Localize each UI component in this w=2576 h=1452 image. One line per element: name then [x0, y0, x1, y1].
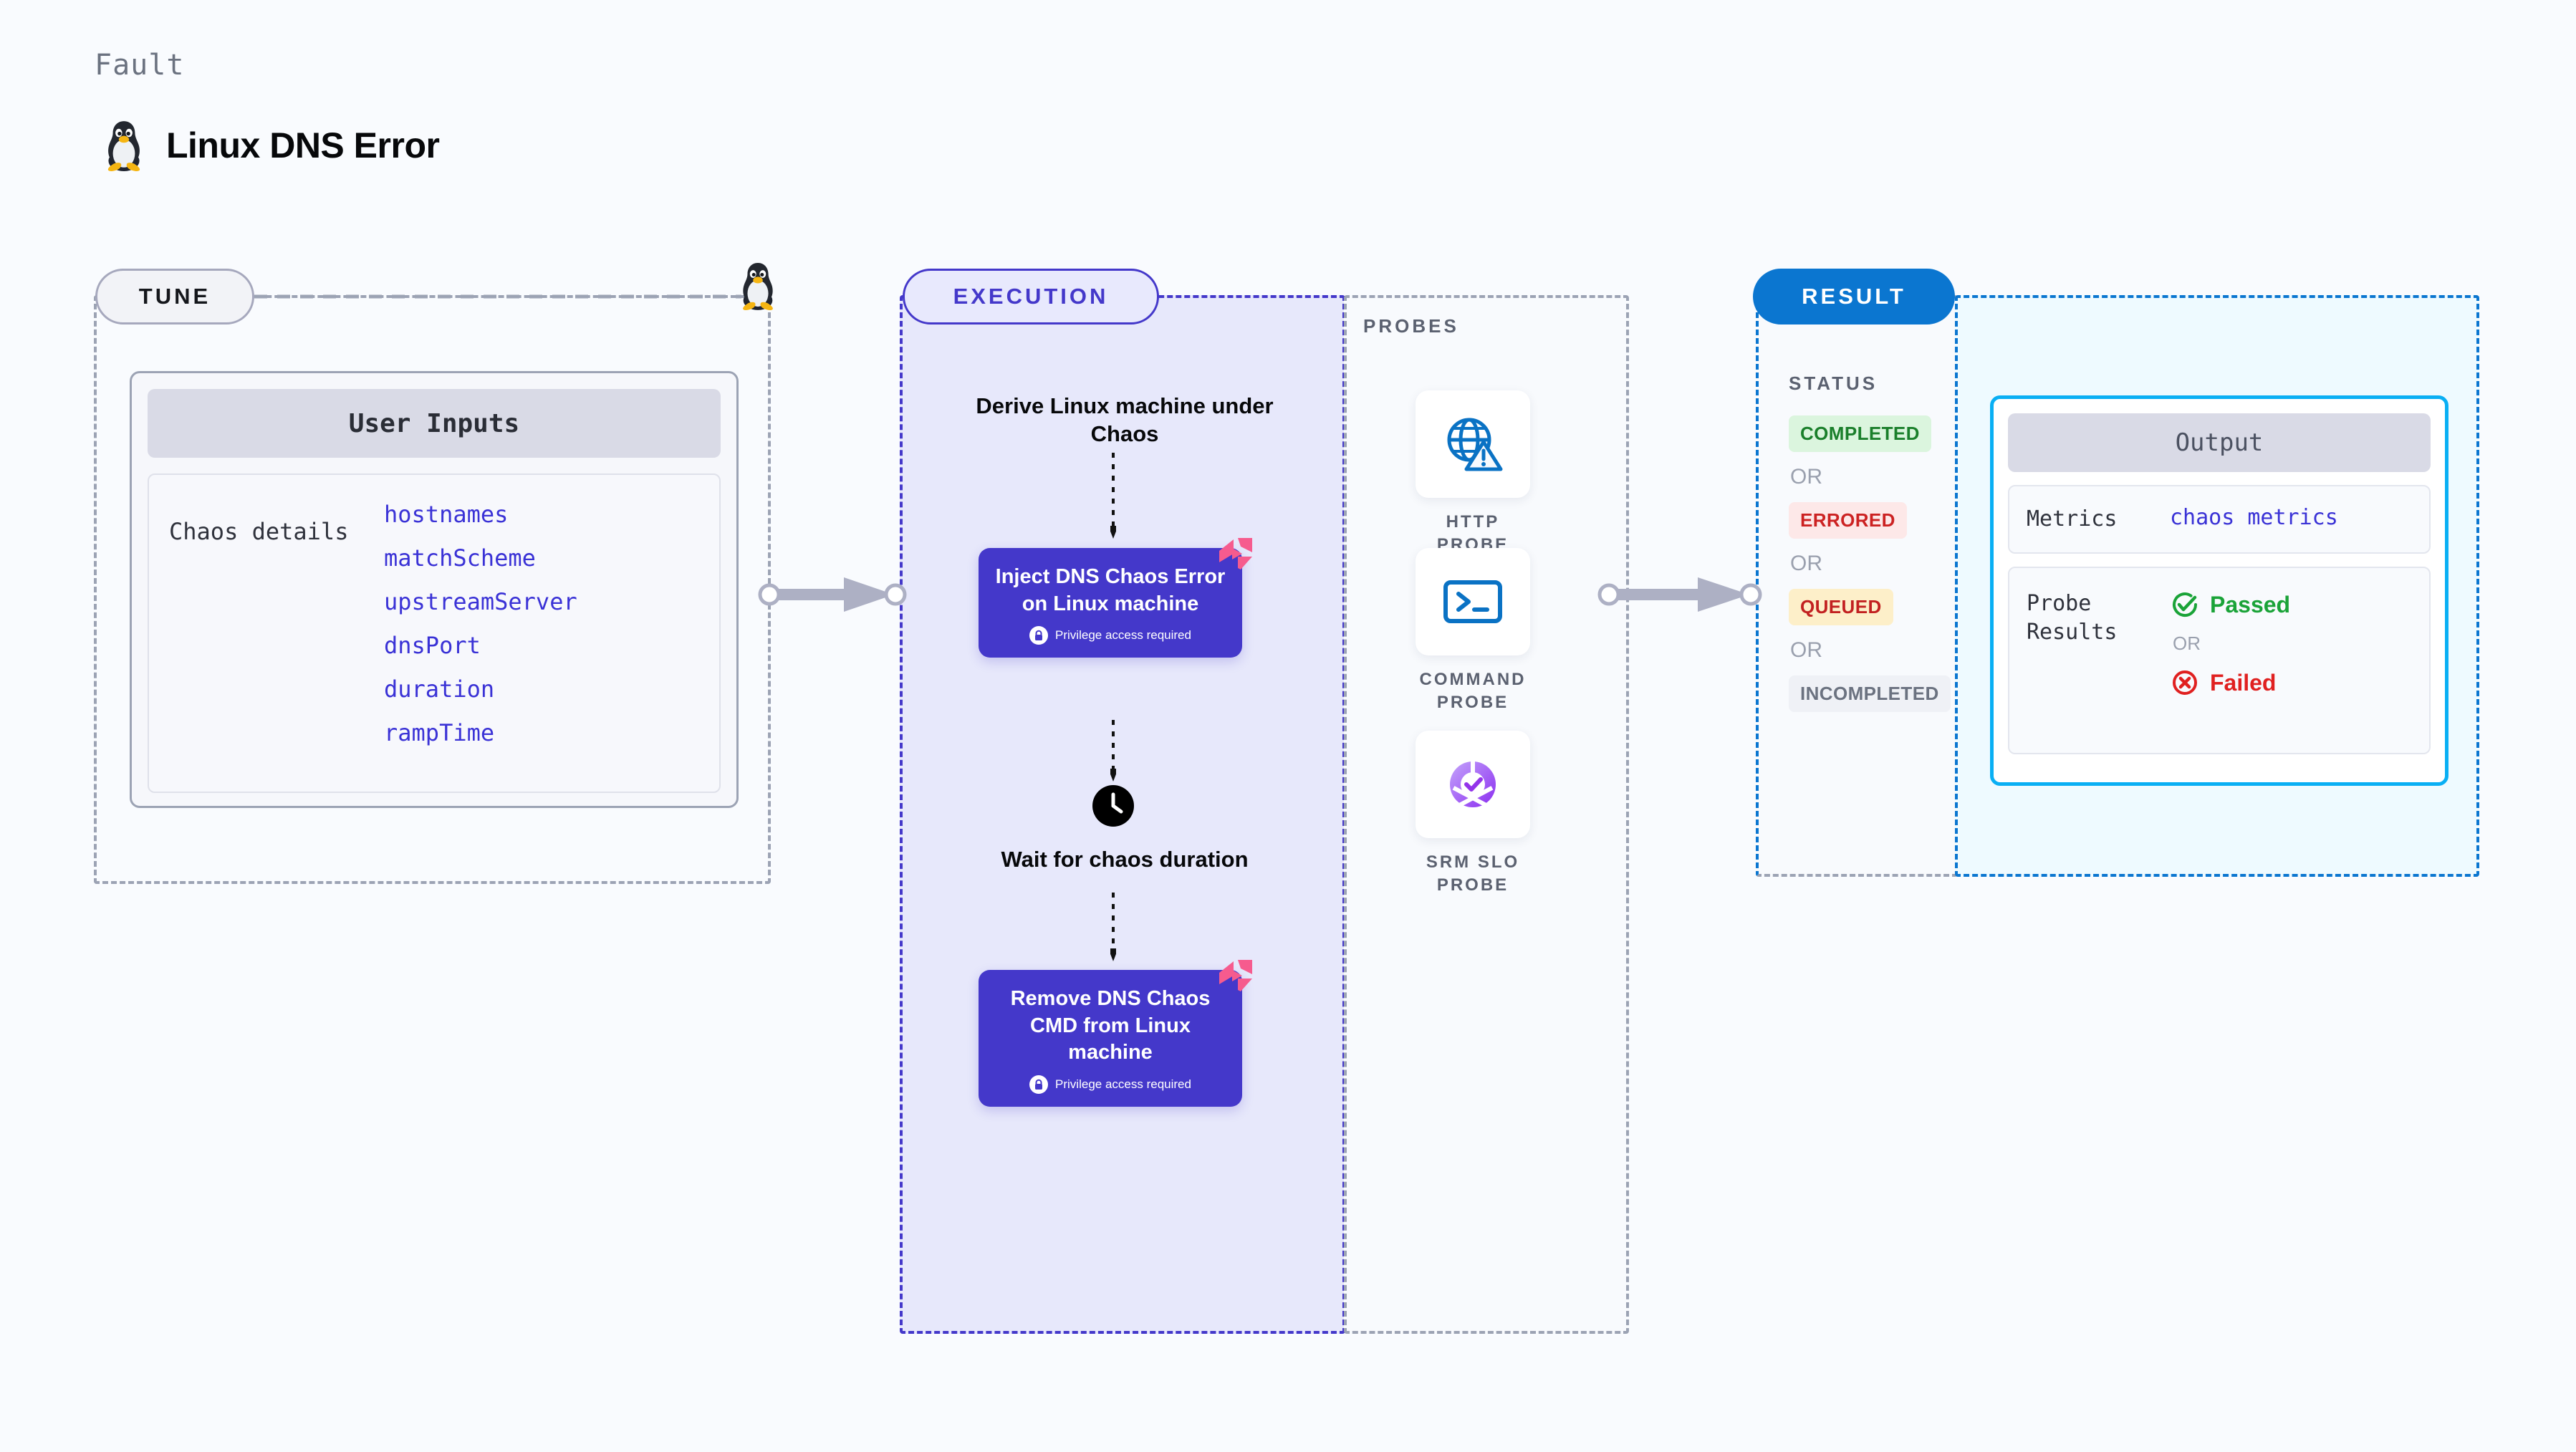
list-item[interactable]: upstreamServer: [384, 588, 577, 615]
metrics-label: Metrics: [2027, 506, 2118, 532]
inject-chaos-card[interactable]: Inject DNS Chaos Error on Linux machine …: [979, 538, 1252, 658]
probe-tile: [1416, 548, 1530, 655]
probe-card-command[interactable]: COMMAND PROBE: [1416, 548, 1530, 715]
probe-result-passed: Passed: [2170, 590, 2290, 620]
derive-step-label: Derive Linux machine under Chaos: [976, 393, 1274, 447]
or-separator: OR: [1790, 638, 1822, 662]
output-title: Output: [2008, 413, 2431, 472]
page-kicker: Fault: [95, 49, 185, 82]
probe-results-values: Passed OR Failed: [2170, 590, 2290, 734]
status-badge: COMPLETED: [1789, 415, 1931, 452]
probe-label: SRM SLO PROBE: [1426, 852, 1520, 895]
chaos-parameter-list: hostnames matchScheme upstreamServer dns…: [384, 501, 577, 792]
x-circle-icon: [2173, 670, 2197, 696]
status-badge: ERRORED: [1789, 502, 1907, 539]
probe-card-http[interactable]: HTTP PROBE: [1416, 390, 1530, 557]
probe-results-row: Probe Results Passed OR Faile: [2008, 567, 2431, 755]
probe-tile: [1416, 390, 1530, 498]
metrics-value[interactable]: chaos metrics: [2170, 505, 2338, 530]
flow-arrow-down: [1110, 720, 1116, 782]
list-item[interactable]: dnsPort: [384, 632, 481, 659]
status-badge: QUEUED: [1789, 589, 1893, 625]
execution-to-result-arrow: [1597, 577, 1762, 612]
list-item[interactable]: duration: [384, 675, 495, 703]
list-item[interactable]: hostnames: [384, 501, 509, 528]
inject-chaos-note: Privilege access required: [1029, 626, 1191, 645]
list-item[interactable]: matchScheme: [384, 544, 536, 572]
inject-chaos-title: Inject DNS Chaos Error on Linux machine: [995, 565, 1226, 615]
lock-icon: [1029, 626, 1049, 645]
page-title: Linux DNS Error: [166, 125, 440, 165]
tune-dashed-connector: [254, 294, 741, 299]
tux-penguin-icon: [743, 263, 773, 310]
probe-card-srm-slo[interactable]: SRM SLO PROBE: [1416, 731, 1530, 898]
probe-results-label: Probe Results: [2027, 591, 2118, 645]
probe-tile: [1416, 731, 1530, 838]
remove-chaos-note: Privilege access required: [1029, 1075, 1191, 1095]
status-badge: INCOMPLETED: [1789, 675, 1951, 712]
metrics-row: Metrics chaos metrics: [2008, 485, 2431, 554]
harness-flag-icon: [1219, 538, 1252, 569]
or-separator: OR: [1790, 465, 1822, 489]
inject-chaos-note-text: Privilege access required: [1055, 628, 1191, 643]
wait-step-label: Wait for chaos duration: [1001, 847, 1249, 872]
harness-flag-icon: [1219, 960, 1252, 991]
flow-arrow-down: [1110, 453, 1116, 539]
check-circle-icon: [2173, 592, 2198, 617]
remove-chaos-title: Remove DNS Chaos CMD from Linux machine: [1010, 987, 1211, 1064]
list-item[interactable]: rampTime: [384, 719, 495, 746]
tux-penguin-icon: [107, 121, 140, 171]
terminal-icon: [1443, 580, 1502, 623]
result-pill[interactable]: RESULT: [1753, 269, 1955, 324]
tune-pill[interactable]: TUNE: [95, 269, 254, 324]
globe-warning-icon: [1447, 418, 1503, 471]
flow-arrow-down: [1110, 893, 1116, 961]
status-badge-list: COMPLETED OR ERRORED OR QUEUED OR INCOMP…: [1789, 415, 1953, 712]
chaos-details-body: Chaos details hostnames matchScheme upst…: [148, 473, 721, 793]
or-separator: OR: [1790, 552, 1822, 575]
slo-donut-check-icon: [1450, 759, 1496, 810]
remove-chaos-card[interactable]: Remove DNS Chaos CMD from Linux machine …: [979, 960, 1252, 1107]
lock-icon: [1029, 1075, 1049, 1095]
user-inputs-title: User Inputs: [148, 389, 721, 458]
failed-label: Failed: [2210, 669, 2277, 696]
user-inputs-card: User Inputs Chaos details hostnames matc…: [130, 371, 739, 808]
probes-section-label: PROBES: [1363, 315, 1459, 337]
output-card: Output Metrics chaos metrics Probe Resul…: [1990, 395, 2448, 786]
status-section-label: STATUS: [1789, 372, 1878, 394]
passed-label: Passed: [2210, 591, 2291, 617]
chaos-details-label: Chaos details: [169, 518, 349, 545]
remove-chaos-note-text: Privilege access required: [1055, 1077, 1191, 1092]
tune-to-execution-arrow: [758, 577, 907, 612]
clock-icon: [1092, 785, 1134, 827]
execution-pill[interactable]: EXECUTION: [903, 269, 1159, 324]
or-separator: OR: [2173, 633, 2201, 655]
page-title-row: Linux DNS Error: [100, 118, 440, 173]
probe-label: COMMAND PROBE: [1419, 670, 1527, 713]
probe-result-failed: Failed: [2170, 668, 2290, 698]
